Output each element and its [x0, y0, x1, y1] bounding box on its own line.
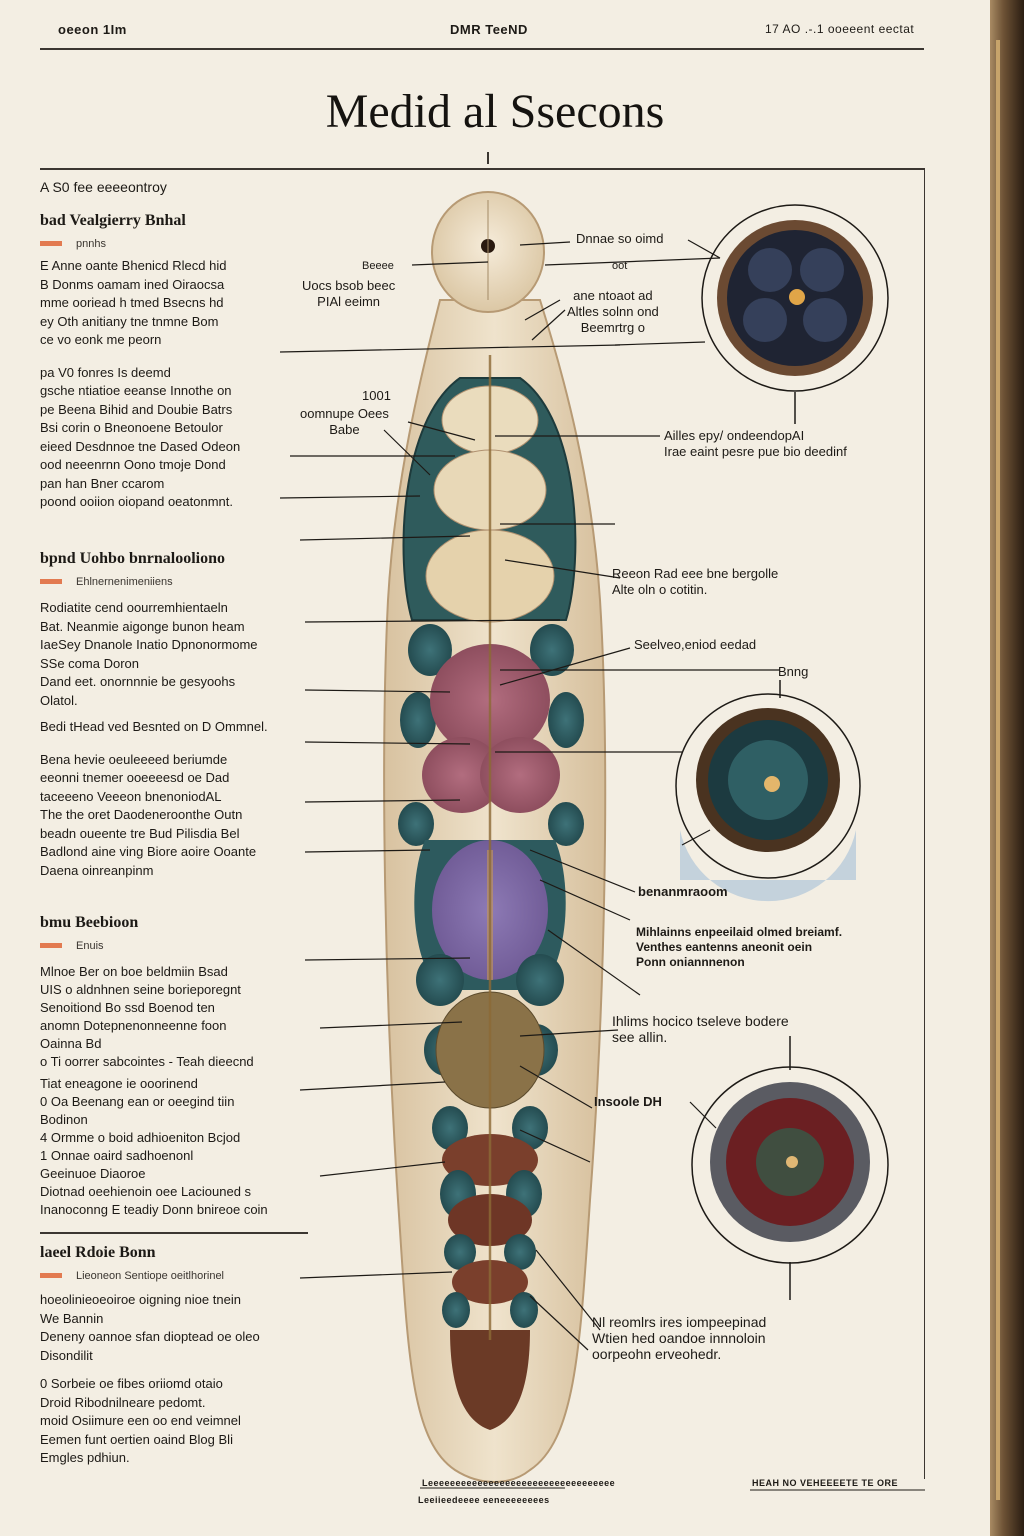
sidebar-section-4: laeel Rdoie Bonn Lieoneon Sentiope oeitl… — [40, 1244, 310, 1468]
side-knob — [408, 624, 452, 676]
label-small-left: Beeee — [362, 260, 394, 272]
sidebar-section-1: bad Vealgierry Bnhal pnnhs E Anne oante … — [40, 212, 310, 512]
sidebar-section-3: bmu Beebioon Enuis Mlnoe Ber on boe beld… — [40, 914, 310, 1219]
section-subtitle: pnnhs — [76, 237, 106, 250]
section-paragraph: Bena hevie oeuleeeed beriumde eeonni tne… — [40, 751, 257, 878]
inset-circle-1 — [614, 204, 889, 424]
label-right-8: Nl reomlrs ires iompeepinad Wtien hed oa… — [592, 1314, 767, 1362]
inset-circle-2 — [675, 680, 861, 902]
footer-center-line-2: Leeiieedeeee eeneeeeeeees — [418, 1495, 550, 1505]
label-right-3: Seelveo,eniod eedad — [634, 637, 757, 652]
section-paragraph: Rodiatite cend oourremhientaeln Bat. Nea… — [40, 600, 258, 708]
side-knob — [400, 692, 436, 748]
orange-tag-icon — [40, 578, 62, 584]
header-rule — [40, 48, 924, 50]
side-knob — [398, 802, 434, 846]
sidebar-intro: A S0 fee eeeeontroy — [40, 179, 167, 195]
label-right-6: Ihlims hocico tseleve bodere see allin. — [612, 1013, 789, 1045]
section-paragraph: Tiat eneagone ie ooorinend 0 Oa Beenang … — [40, 1076, 268, 1217]
section-heading: bpnd Uohbo bnrnalooliono — [40, 550, 225, 567]
label-right-5: Mihlainns enpeeilaid olmed breiamf. Vent… — [636, 925, 843, 969]
inset-circle-3 — [689, 1036, 889, 1300]
side-knob — [548, 692, 584, 748]
rose-lobe — [480, 737, 560, 813]
footer-center-line-1: Leeeeeeeeeeeeeeeeeeeeeeeeeeeeeeeeee — [422, 1478, 616, 1488]
side-knob — [510, 1292, 538, 1328]
label-left-number: 1001 — [362, 388, 391, 403]
section-heading: laeel Rdoie Bonn — [40, 1244, 156, 1261]
header-left: oeeon 1Im — [58, 22, 127, 37]
section-paragraph: Bedi tHead ved Besnted on D Ommnel. — [40, 719, 268, 734]
title-tick — [487, 152, 489, 164]
section-subtitle: Ehlnernenimeniiens — [76, 575, 173, 588]
header-right: 17 AO .-.1 ooeeent eectat — [765, 22, 915, 36]
label-right-4: benanmraoom — [638, 884, 728, 899]
side-knob — [444, 1234, 476, 1270]
section-divider — [40, 1232, 308, 1234]
orange-tag-icon — [40, 942, 62, 948]
orange-tag-icon — [40, 1272, 62, 1278]
side-knob — [416, 954, 464, 1006]
frame-top-rule — [40, 168, 924, 170]
label-left-mid: oomnupe Oees Babe — [300, 406, 389, 437]
section-subtitle: Lieoneon Sentiope oeitlhorinel — [76, 1269, 225, 1282]
tail-mass — [450, 1330, 530, 1430]
header-center: DMR TeeND — [450, 22, 528, 37]
section-paragraph: 0 Sorbeie oe fibes oriiomd otaio Droid R… — [40, 1376, 241, 1465]
label-right-7: Insoole DH — [594, 1094, 662, 1109]
section-subtitle: Enuis — [76, 939, 104, 952]
rose-lobe — [422, 737, 502, 813]
label-right-1: Ailles epy/ ondeendopAI Irae eaint pesre… — [664, 428, 847, 459]
section-paragraph: pa V0 fonres Is deemd gsche ntiatioe eea… — [40, 364, 241, 510]
side-knob — [516, 954, 564, 1006]
spine-gold-line — [996, 40, 1000, 1500]
label-top-center: Dnnae so oimd — [576, 231, 664, 246]
side-knob — [432, 1106, 468, 1150]
label-mid-top: ane ntoaot ad Altles solnn ond Beemrtrg … — [567, 288, 659, 335]
label-right-3b: Bnng — [778, 664, 809, 679]
label-left-top: Uocs bsob beec PIAl eeimn — [302, 278, 396, 309]
side-knob — [442, 1292, 470, 1328]
orange-tag-icon — [40, 240, 62, 246]
section-paragraph: Mlnoe Ber on boe beldmiin Bsad UIS o ald… — [40, 964, 254, 1069]
leader-lines — [279, 241, 780, 1351]
anatomy-diagram — [279, 191, 925, 1491]
section-heading: bmu Beebioon — [40, 914, 139, 931]
label-right-2: Reeon Rad eee bne bergolle Alte oln o co… — [612, 566, 779, 597]
section-paragraph: hoeolinieoeoiroe oigning nioe tnein We B… — [40, 1292, 260, 1363]
section-heading: bad Vealgierry Bnhal — [40, 212, 186, 229]
side-knob — [530, 624, 574, 676]
side-knob — [504, 1234, 536, 1270]
book-spine — [990, 0, 1024, 1536]
label-small-right: oot — [612, 260, 628, 272]
section-paragraph: E Anne oante Bhenicd Rlecd hid B Donms o… — [40, 258, 227, 347]
sidebar-section-2: bpnd Uohbo bnrnalooliono Ehlnernenimenii… — [40, 550, 310, 880]
page-title: Medid al Ssecons — [325, 85, 665, 138]
footer-right: HEAH NO VEHEEEETE TE ORE — [752, 1478, 899, 1488]
side-knob — [548, 802, 584, 846]
